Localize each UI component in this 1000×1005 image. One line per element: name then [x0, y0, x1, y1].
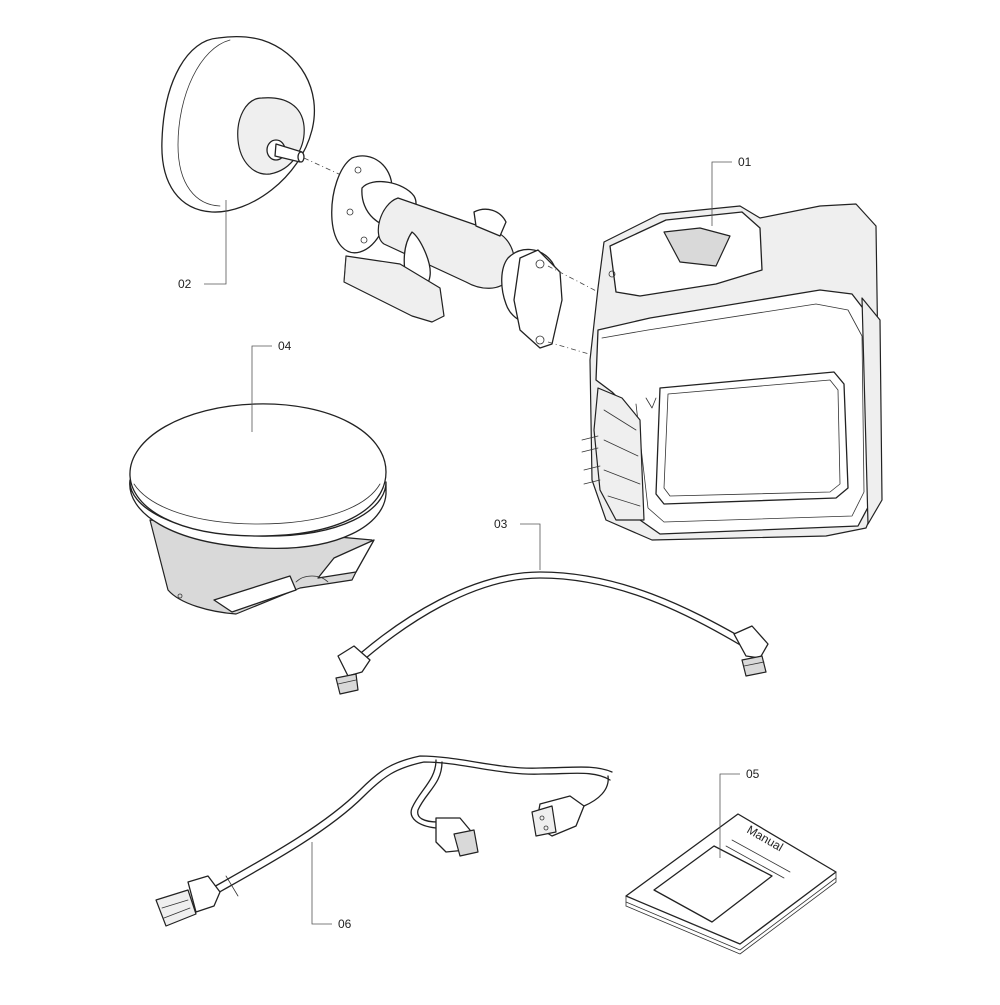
suction-cup-part-02	[161, 36, 353, 213]
leader-05	[719, 773, 740, 858]
leader-02	[204, 200, 227, 285]
leader-01	[711, 161, 732, 226]
callouts: 01 02 04 03 05 06	[178, 155, 760, 931]
ram-mount-arm	[331, 155, 607, 357]
display-unit-part-01	[581, 203, 883, 541]
leader-06	[311, 842, 332, 925]
label-03: 03	[494, 517, 508, 531]
label-06: 06	[338, 917, 352, 931]
coax-cable-part-03	[335, 571, 769, 695]
label-02: 02	[178, 277, 192, 291]
manual-part-05: Manual	[625, 813, 837, 955]
leader-04	[251, 345, 272, 432]
wiring-harness-part-06	[155, 755, 613, 927]
leader-03	[520, 523, 541, 570]
label-01: 01	[738, 155, 752, 169]
label-05: 05	[746, 767, 760, 781]
label-04: 04	[278, 339, 292, 353]
antenna-part-04	[129, 403, 387, 615]
